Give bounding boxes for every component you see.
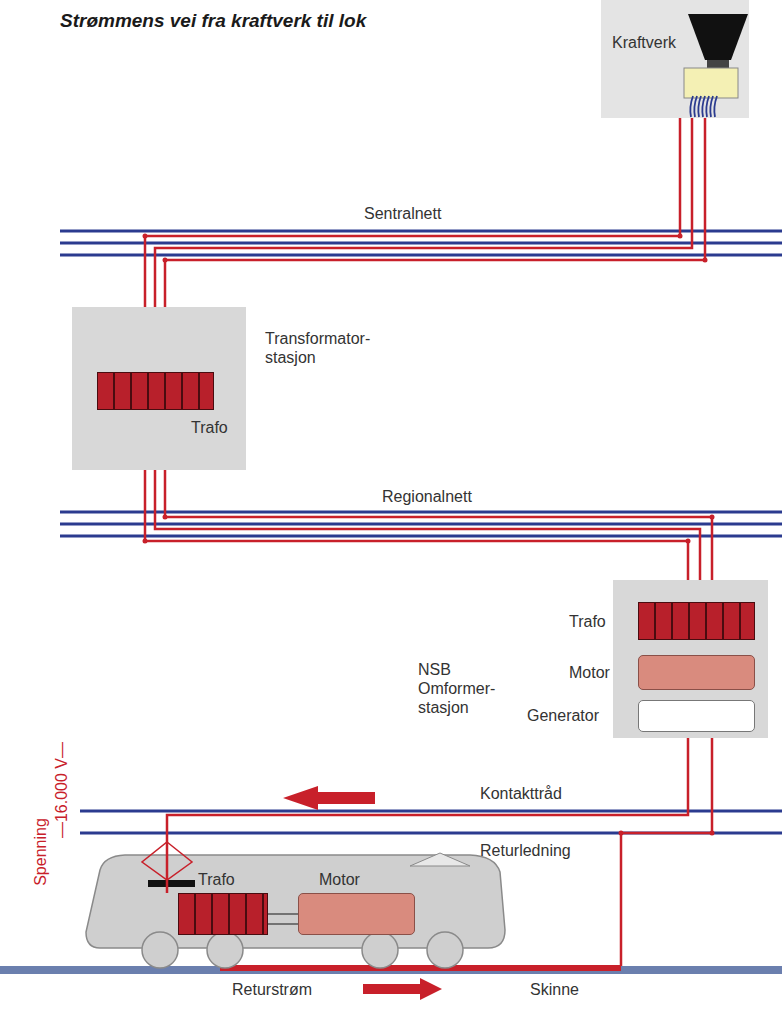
node-label: Kraftverk [612,33,676,52]
rail [0,966,782,974]
coil-winding [706,96,709,117]
grid-lines [60,231,782,833]
coil-winding [698,96,701,117]
coil-winding [702,96,705,117]
diagram-title: Strømmens vei fra kraftverk til lok [60,10,366,32]
part-label: Skinne [530,980,579,999]
coil-winding [714,96,717,117]
transformer-block: Trafo [97,372,214,410]
generator-box: Generator [638,700,755,732]
power-line [268,913,298,915]
voltage-label: —16.000 V— [52,742,71,838]
return-current [220,965,621,971]
node-label: Generator [527,706,599,725]
power-line [155,118,692,307]
coil-winding [690,96,693,117]
voltage-label: Spenning [31,818,50,886]
generator-housing [684,68,738,98]
substation-box: Transformator- stasjonTrafo [72,307,246,470]
power-line [155,470,700,580]
node-label: Trafo [569,612,606,631]
node-label: Transformator- stasjon [265,329,395,367]
node-label: Motor [569,663,610,682]
part-label: Returledning [480,841,571,860]
node-label: Trafo [198,870,235,889]
motor-box: Motor [298,893,415,935]
locomotive [86,842,505,968]
coil-winding [710,96,713,117]
power-line [167,738,688,893]
line-label: Regionalnett [380,487,474,506]
node-label: Motor [319,870,360,889]
power-plant: Kraftverk [601,0,749,118]
node-label: Trafo [191,418,228,437]
feed-wires [145,118,712,970]
coupling-line [268,923,298,925]
part-label: Returstrøm [232,980,312,999]
coil-winding [694,96,697,117]
transformer-block: Trafo [638,602,755,640]
line-label: Sentralnett [362,204,443,223]
power-plant-illustration [601,0,749,118]
motor-box: Motor [638,655,755,690]
transformer-block: Trafo [178,893,268,935]
current-arrow [283,786,375,810]
intake-funnel [688,14,748,60]
line-label: Kontakttråd [478,784,564,803]
node-label: NSB Omformer- stasjon [418,660,513,717]
return-arrow [363,978,442,1000]
converter-station: NSB Omformer- stasjonTrafoMotorGenerator [613,580,768,738]
